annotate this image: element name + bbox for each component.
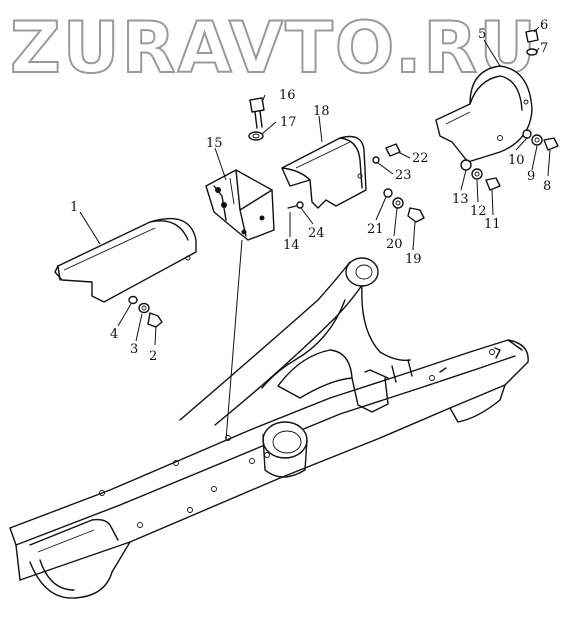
callout-1: 1 [70,200,78,215]
callout-16: 16 [279,88,296,103]
watermark: ZURAVTO.RU [9,6,538,90]
callout-20: 20 [386,237,403,252]
washer-24 [296,201,304,209]
washer-4 [128,295,138,305]
part-5-round-cover [435,65,533,163]
callout-3: 3 [130,342,138,357]
callout-15: 15 [206,136,223,151]
assembly-line-15 [225,239,243,441]
callout-2: 2 [149,349,157,364]
parts-19-20-21-fasteners [383,188,425,223]
callout-4: 4 [110,327,118,342]
callout-labels: 1 2 3 4 5 6 7 8 9 10 11 12 13 14 15 16 1… [70,18,551,364]
callout-24: 24 [308,226,325,241]
callout-7: 7 [540,41,548,56]
bolt-2 [147,312,163,328]
callout-17: 17 [280,115,297,130]
callout-6: 6 [540,18,548,33]
callout-5: 5 [478,27,486,42]
bolt-11 [485,177,501,191]
callout-18: 18 [313,104,330,119]
washer-23 [372,156,380,164]
pin-14 [287,205,297,209]
parts-16-17-fasteners [248,97,265,141]
washer-10 [522,129,532,139]
washer-7 [526,48,538,56]
bolt-19 [407,207,425,223]
washer-20 [392,197,404,209]
parts-2-3-4-fasteners [128,295,163,328]
bolt-6 [525,29,539,43]
parts-6-7-fasteners [525,29,539,56]
part-18-cover [281,135,367,209]
callout-13: 13 [452,192,469,207]
washer-21 [383,188,393,198]
callout-23: 23 [395,168,412,183]
callout-21: 21 [367,222,384,237]
parts-11-12-13-fasteners [460,159,501,191]
parts-22-23-fasteners [372,143,401,164]
washer-13 [460,159,472,171]
bolt-8 [543,137,559,151]
callout-14: 14 [283,238,300,253]
bolt-16-head [249,97,265,113]
parts-14-24-fasteners [287,201,304,209]
callout-10: 10 [508,153,525,168]
watermark-text: ZURAVTO.RU [10,7,538,89]
leader-lines [79,26,551,346]
arm-top-eye [345,257,379,287]
washer-9 [531,134,543,146]
callout-9: 9 [527,169,535,184]
part-1-cover [54,217,197,303]
callout-8: 8 [543,179,551,194]
a-arm [179,257,411,426]
main-frame [9,339,529,599]
callout-12: 12 [470,204,487,219]
part-15-bracket [205,169,275,241]
callout-11: 11 [484,217,501,232]
washer-17 [248,131,264,141]
parts-8-9-10-fasteners [522,129,559,151]
bolt-22 [385,143,401,157]
callout-22: 22 [412,151,429,166]
callout-19: 19 [405,252,422,267]
washer-12 [471,168,483,180]
washer-3 [138,302,150,314]
